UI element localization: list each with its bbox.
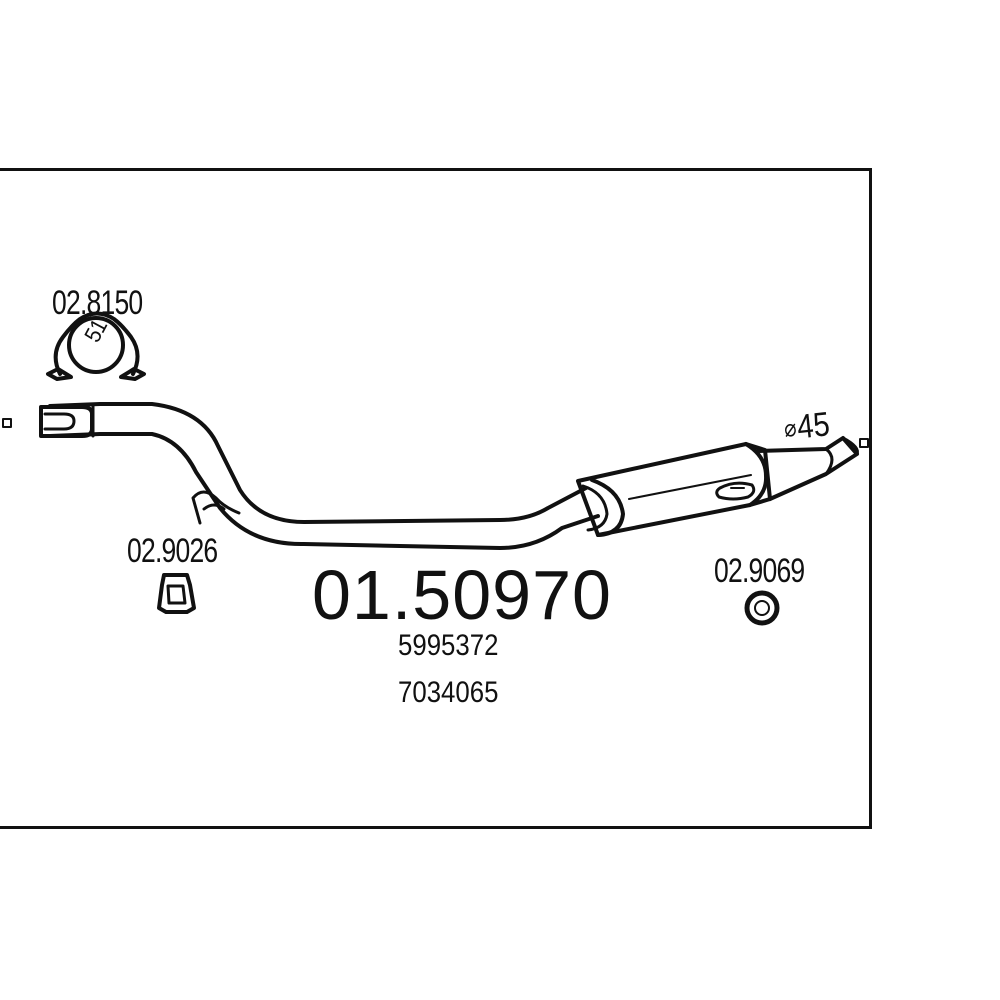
tail-pipe-outlet: [841, 436, 859, 456]
oe-number-primary: 5995372: [398, 629, 499, 662]
outlet-diameter-value: 45: [795, 405, 832, 447]
exhaust-pipe-upper-edge: [48, 402, 588, 524]
silencer-inner-ring: [581, 484, 609, 532]
ring-part: [744, 590, 780, 626]
clamp-ring: [67, 316, 125, 374]
pipe-hanger-lip: [202, 503, 226, 511]
clamp-left-foot: [46, 367, 73, 381]
left-connection-marker: [2, 418, 12, 428]
mount-part-number: 02.9026: [127, 532, 218, 570]
pipe-inlet-slot: [43, 412, 76, 431]
pipe-hanger-hook: [191, 490, 241, 525]
oe-number-secondary: 7034065: [398, 676, 499, 709]
right-connection-marker: [859, 438, 869, 448]
mount-inner-hole: [166, 584, 187, 605]
silencer-front-cap: [590, 478, 625, 537]
mount-outline: [157, 573, 196, 614]
exhaust-pipe-lower-edge: [48, 432, 600, 550]
ring-inner-edge: [754, 600, 770, 616]
outlet-diameter-label: ⌀45: [782, 405, 832, 449]
tail-pipe-ring: [824, 447, 834, 476]
clamp-outline: [53, 311, 140, 376]
ring-part-number: 02.9069: [714, 552, 805, 590]
pipe-inlet-end: [39, 405, 94, 438]
tail-pipe: [756, 436, 859, 501]
silencer-seam: [628, 474, 752, 500]
main-part-number: 01.50970: [312, 556, 612, 634]
clamp-right-foot: [119, 367, 146, 381]
silencer-bracket: [715, 481, 756, 501]
silencer-rear-cap: [744, 442, 769, 507]
clamp-part-number: 02.8150: [52, 284, 143, 322]
